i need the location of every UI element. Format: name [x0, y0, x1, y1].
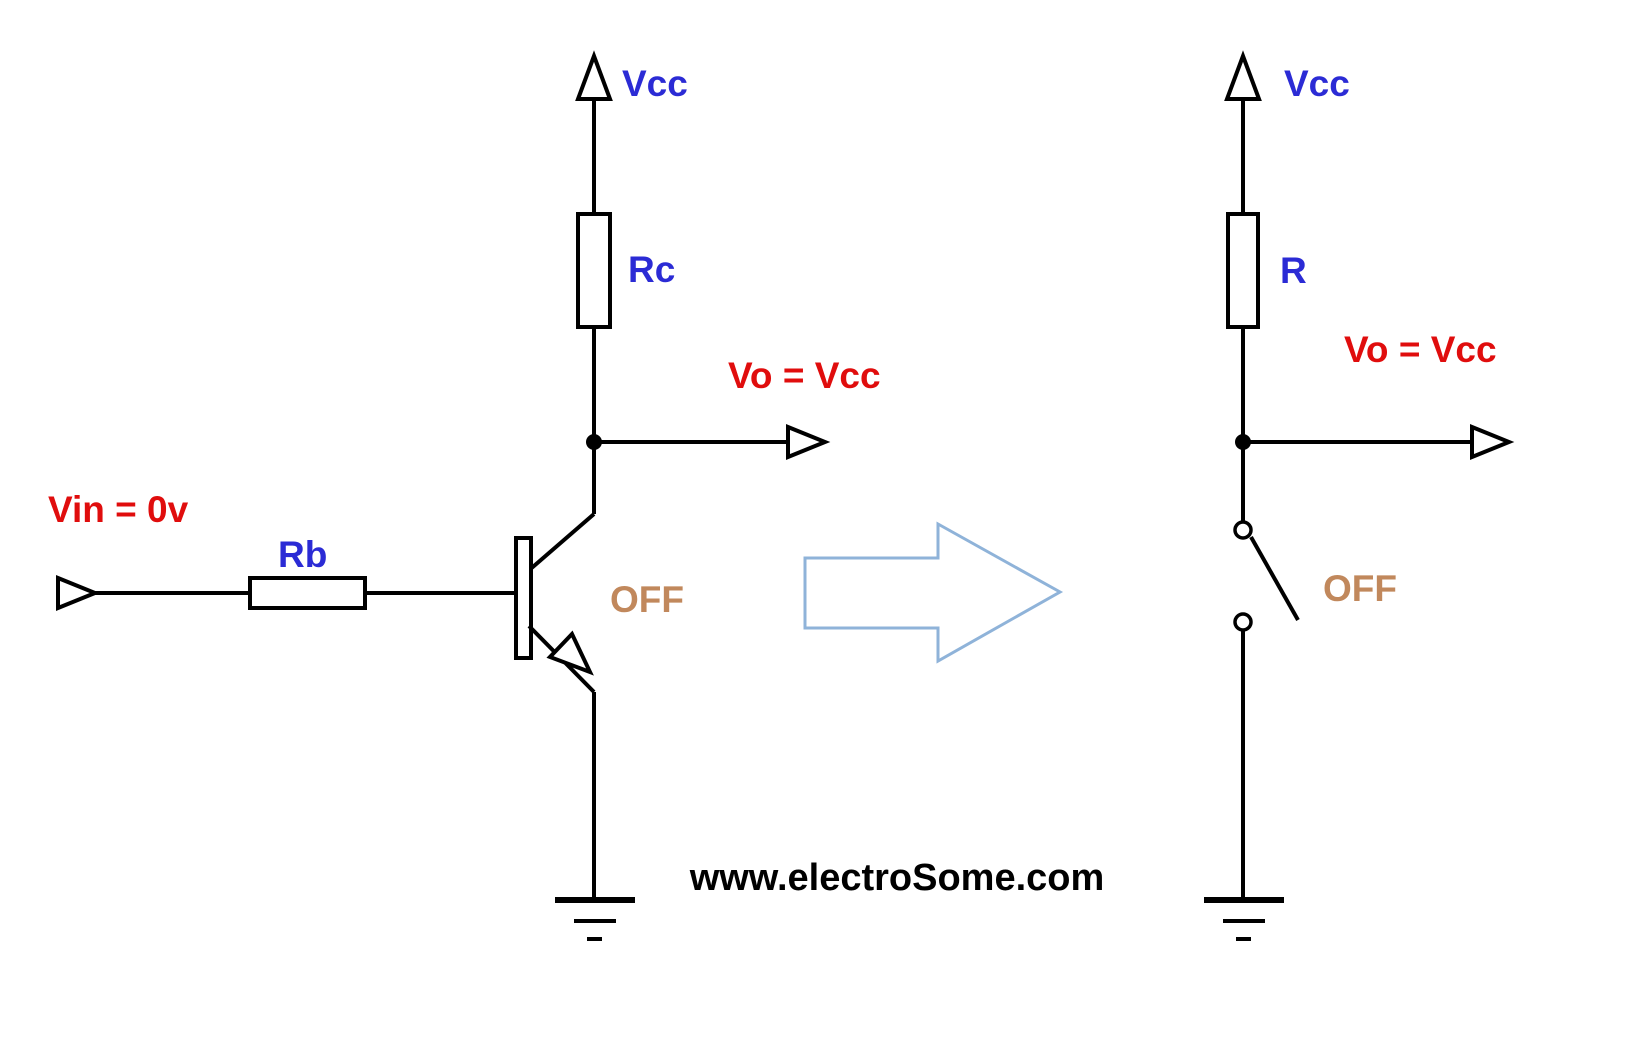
input-arrow-icon: [56, 575, 101, 611]
collector-diagonal-wire: [525, 512, 596, 574]
output-arrow-icon-right: [1470, 424, 1515, 460]
r-label: R: [1280, 250, 1307, 291]
transistor-base-bar: [514, 536, 533, 660]
vcc-arrow-icon-right: [1224, 50, 1262, 101]
rb-label: Rb: [278, 534, 327, 575]
equivalence-arrow-icon: [803, 521, 1064, 664]
ground-symbol-right: [1204, 897, 1284, 941]
switch-terminal-top: [1233, 520, 1253, 540]
rb-resistor: [248, 576, 367, 610]
switch-blade-open: [1249, 536, 1300, 621]
watermark-text: www.electroSome.com: [689, 857, 1105, 899]
switch-terminal-bottom: [1233, 612, 1253, 632]
vcc-label-left: Vcc: [622, 63, 688, 104]
off-label-left: OFF: [610, 579, 684, 620]
rc-label: Rc: [628, 249, 675, 290]
vcc-label-right: Vcc: [1284, 63, 1350, 104]
off-label-right: OFF: [1323, 568, 1397, 609]
rc-resistor: [576, 212, 612, 329]
output-arrow-icon: [786, 424, 831, 460]
ground-symbol-left: [555, 897, 635, 941]
emitter-arrow-icon: [546, 630, 594, 676]
vo-label-left: Vo = Vcc: [728, 355, 881, 396]
right-circuit: Vcc R Vo = Vcc OFF: [1204, 50, 1515, 941]
vcc-arrow-icon: [575, 50, 613, 101]
vin-label: Vin = 0v: [48, 489, 189, 530]
vo-label-right: Vo = Vcc: [1344, 329, 1497, 370]
left-circuit: Vcc Rc Vo = Vcc Vin = 0v Rb OFF: [48, 50, 881, 941]
r-resistor: [1226, 212, 1260, 329]
